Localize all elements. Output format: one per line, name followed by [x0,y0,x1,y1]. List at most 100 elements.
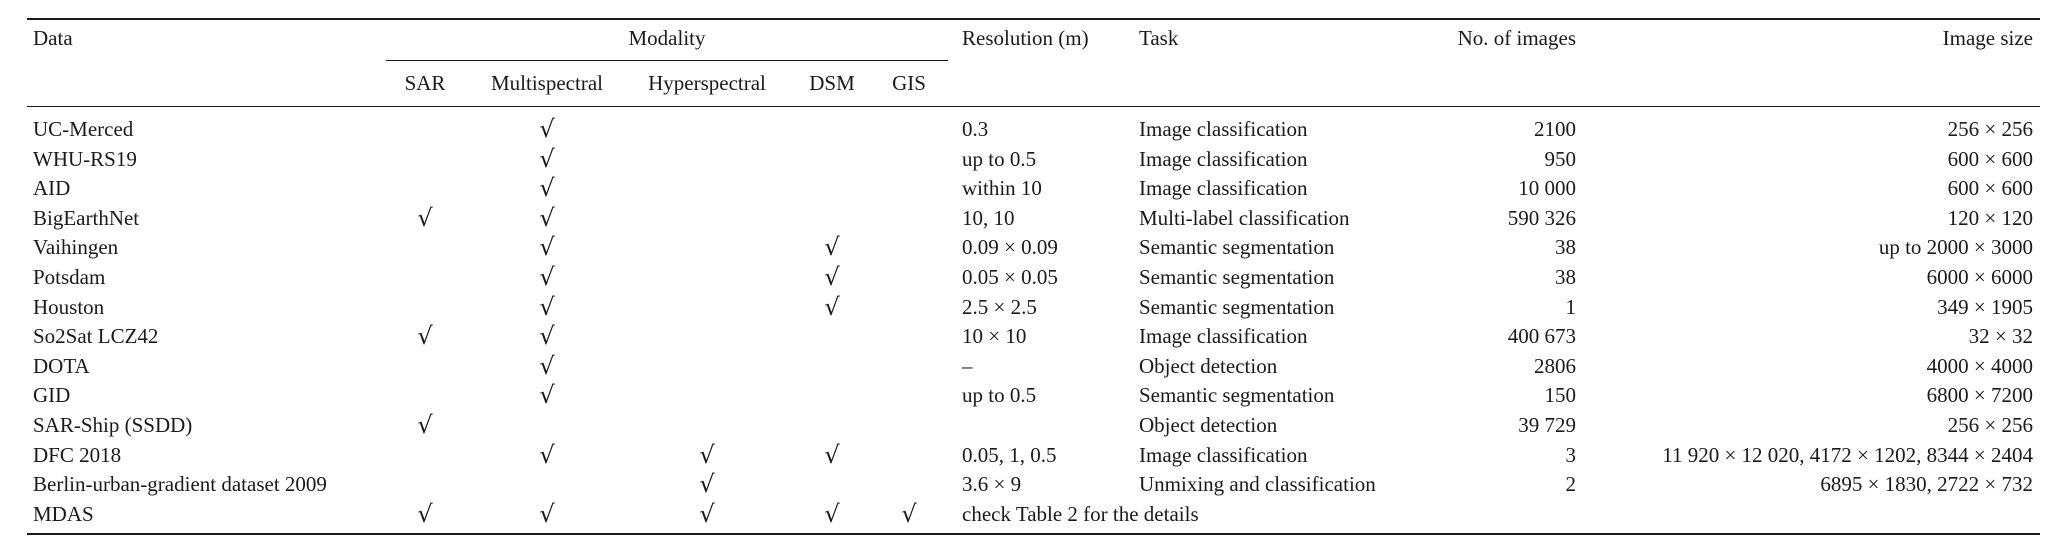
cell-dsm [800,322,864,352]
cell-gis [880,352,938,382]
cell-task: Image classification [1139,324,1308,349]
table-header-rule [27,106,2040,108]
cell-hyperspectral: √ [699,440,715,469]
cell-task: Image classification [1139,176,1308,201]
header-num-images: No. of images [1457,26,1576,50]
cell-data: So2Sat LCZ42 [33,324,159,349]
cell-data: Houston [33,294,105,319]
cell-multispectral: √ [539,203,555,232]
cell-hyperspectral [632,411,782,441]
cell-image-size: up to 2000 × 3000 [1878,235,2033,260]
header-multispectral: Multispectral [491,71,603,95]
cell-data: UC-Merced [33,117,134,141]
header-gis: GIS [892,71,926,95]
cell-task: Image classification [1139,146,1308,171]
cell-resolution: 0.05 × 0.05 [962,265,1058,289]
cell-resolution: – [962,353,973,378]
cell-dsm [800,352,864,382]
cell-gis [880,470,938,500]
cell-gis [880,115,938,145]
cell-dsm [800,470,864,500]
cell-hyperspectral [632,263,782,293]
cell-resolution: up to 0.5 [962,146,1037,171]
cell-sar [396,441,454,471]
cell-resolution: 0.09 × 0.09 [962,235,1058,260]
cell-multispectral [472,411,622,441]
cell-resolution: up to 0.5 [962,383,1037,408]
cell-multispectral: √ [539,115,555,143]
cell-num-images: 590 326 [1507,205,1576,230]
cell-task: Image classification [1139,117,1308,141]
cell-sar [396,174,454,204]
cell-task: Object detection [1139,413,1278,437]
cell-num-images: 38 [1555,265,1576,289]
cell-multispectral: √ [539,499,555,528]
cell-gis: √ [901,499,917,528]
cell-num-images: 950 [1544,146,1577,171]
cell-resolution: 10, 10 [962,205,1015,230]
cell-hyperspectral [632,381,782,411]
cell-gis [880,293,938,323]
cell-dsm: √ [824,233,840,262]
header-resolution: Resolution (m) [962,26,1089,50]
cell-image-size: 256 × 256 [1947,413,2033,437]
cell-dsm: √ [824,440,840,469]
cell-dsm: √ [824,499,840,528]
cell-task: Image classification [1139,442,1308,467]
cell-sar: √ [417,203,433,232]
cell-gis [880,145,938,175]
cell-image-size: 120 × 120 [1947,205,2033,230]
cell-multispectral: √ [539,233,555,262]
cell-data: AID [33,176,71,201]
cell-hyperspectral [632,322,782,352]
cell-image-size: 600 × 600 [1947,176,2033,201]
cell-image-size: 4000 × 4000 [1926,353,2033,378]
cell-resolution: within 10 [962,176,1042,201]
cell-hyperspectral: √ [699,499,715,528]
cell-resolution: 2.5 × 2.5 [962,294,1037,319]
cell-multispectral: √ [539,174,555,203]
cell-image-size: 256 × 256 [1947,117,2033,141]
cell-data: DFC 2018 [33,442,122,467]
cell-sar: √ [417,411,433,439]
cell-sar [396,115,454,145]
cell-num-images: 2100 [1534,117,1576,141]
modality-group-rule [386,60,948,62]
cell-multispectral: √ [539,144,555,173]
cell-gis [880,411,938,441]
cell-num-images: 400 673 [1507,324,1576,349]
cell-image-size: 6800 × 7200 [1926,383,2033,408]
header-image-size: Image size [1942,26,2033,50]
cell-hyperspectral: √ [699,470,715,499]
cell-num-images: 38 [1555,235,1576,260]
cell-multispectral [472,470,622,500]
cell-task: Semantic segmentation [1139,294,1335,319]
cell-data: WHU-RS19 [33,146,137,171]
cell-task: Semantic segmentation [1139,235,1335,260]
cell-task: Multi-label classification [1139,205,1350,230]
cell-image-size: 32 × 32 [1968,324,2033,349]
cell-dsm: √ [824,292,840,321]
cell-dsm [800,204,864,234]
cell-sar [396,263,454,293]
cell-data: DOTA [33,353,90,378]
cell-image-size: 11 920 × 12 020, 4172 × 1202, 8344 × 240… [1662,442,2033,467]
cell-hyperspectral [632,293,782,323]
cell-task: Semantic segmentation [1139,383,1335,408]
cell-task: Semantic segmentation [1139,265,1335,289]
table-top-rule [27,18,2040,20]
cell-num-images [1420,500,1576,530]
cell-dsm [800,381,864,411]
cell-hyperspectral [632,204,782,234]
cell-dsm: √ [824,263,840,291]
cell-multispectral: √ [539,351,555,380]
cell-hyperspectral [632,233,782,263]
cell-resolution: 3.6 × 9 [962,472,1022,497]
cell-gis [880,322,938,352]
cell-sar [396,352,454,382]
cell-num-images: 150 [1544,383,1577,408]
cell-multispectral: √ [539,263,555,291]
header-hyperspectral: Hyperspectral [648,71,766,95]
cell-resolution: 0.3 [962,117,989,141]
